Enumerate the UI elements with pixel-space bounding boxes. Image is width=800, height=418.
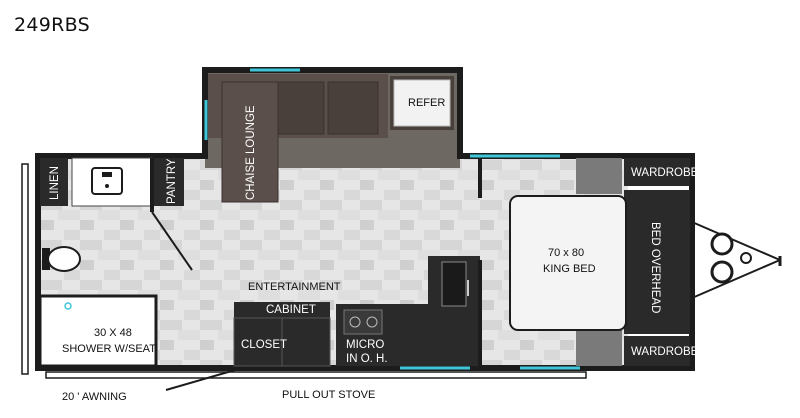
entertainment-cabinet (234, 302, 330, 318)
entertainment-label: ENTERTAINMENT (248, 281, 341, 293)
closet-label: CLOSET (241, 339, 287, 351)
wardrobe-top-label: WARDROBE (631, 167, 699, 179)
pantry-cabinet (154, 158, 184, 206)
bed-overhead-cabinet (624, 190, 690, 334)
chaise-lounge: CHAISE LOUNGE (208, 74, 388, 203)
wardrobe-bottom-label: WARDROBE (631, 346, 699, 358)
bathroom-sink (71, 157, 153, 207)
rear-bumper (21, 163, 29, 375)
chaise-lounge-label: CHAISE LOUNGE (245, 105, 257, 200)
awning-leader (165, 367, 243, 391)
refer-label: REFER (408, 97, 445, 109)
trailer-hitch (691, 221, 782, 299)
linen-cabinet (40, 158, 68, 206)
refrigerator: REFER (390, 76, 454, 130)
cabinet-label: CABINET (266, 304, 316, 316)
kitchen-counter: MICRO IN O. H. (336, 304, 430, 366)
wardrobe-top (624, 158, 690, 186)
pantry-label: PANTRY (166, 158, 178, 204)
model-name: 249RBS (14, 14, 91, 36)
micro-location-label: IN O. H. (346, 353, 388, 365)
micro-label: MICRO (346, 339, 384, 351)
toilet (42, 246, 81, 272)
nightstand (576, 158, 622, 194)
awning-label: 20 ' AWNING (62, 391, 127, 403)
pull-out-stove-label: PULL OUT STOVE (282, 389, 375, 401)
shower: 30 X 48 SHOWER W/SEAT (38, 294, 158, 368)
bed-size-label: 70 x 80 (548, 247, 584, 259)
linen-label: LINEN (49, 166, 61, 200)
shower-size-label: 30 X 48 (94, 327, 132, 339)
nightstand (576, 330, 622, 366)
bed-overhead-label: BED OVERHEAD (649, 222, 661, 313)
awning (45, 371, 587, 379)
shower-label: SHOWER W/SEAT (62, 343, 156, 355)
kitchen-sink (428, 256, 480, 366)
bed-label: KING BED (543, 263, 596, 275)
king-bed: 70 x 80 KING BED (509, 195, 627, 331)
bathroom-door (151, 211, 193, 271)
wardrobe-bottom (624, 336, 690, 366)
